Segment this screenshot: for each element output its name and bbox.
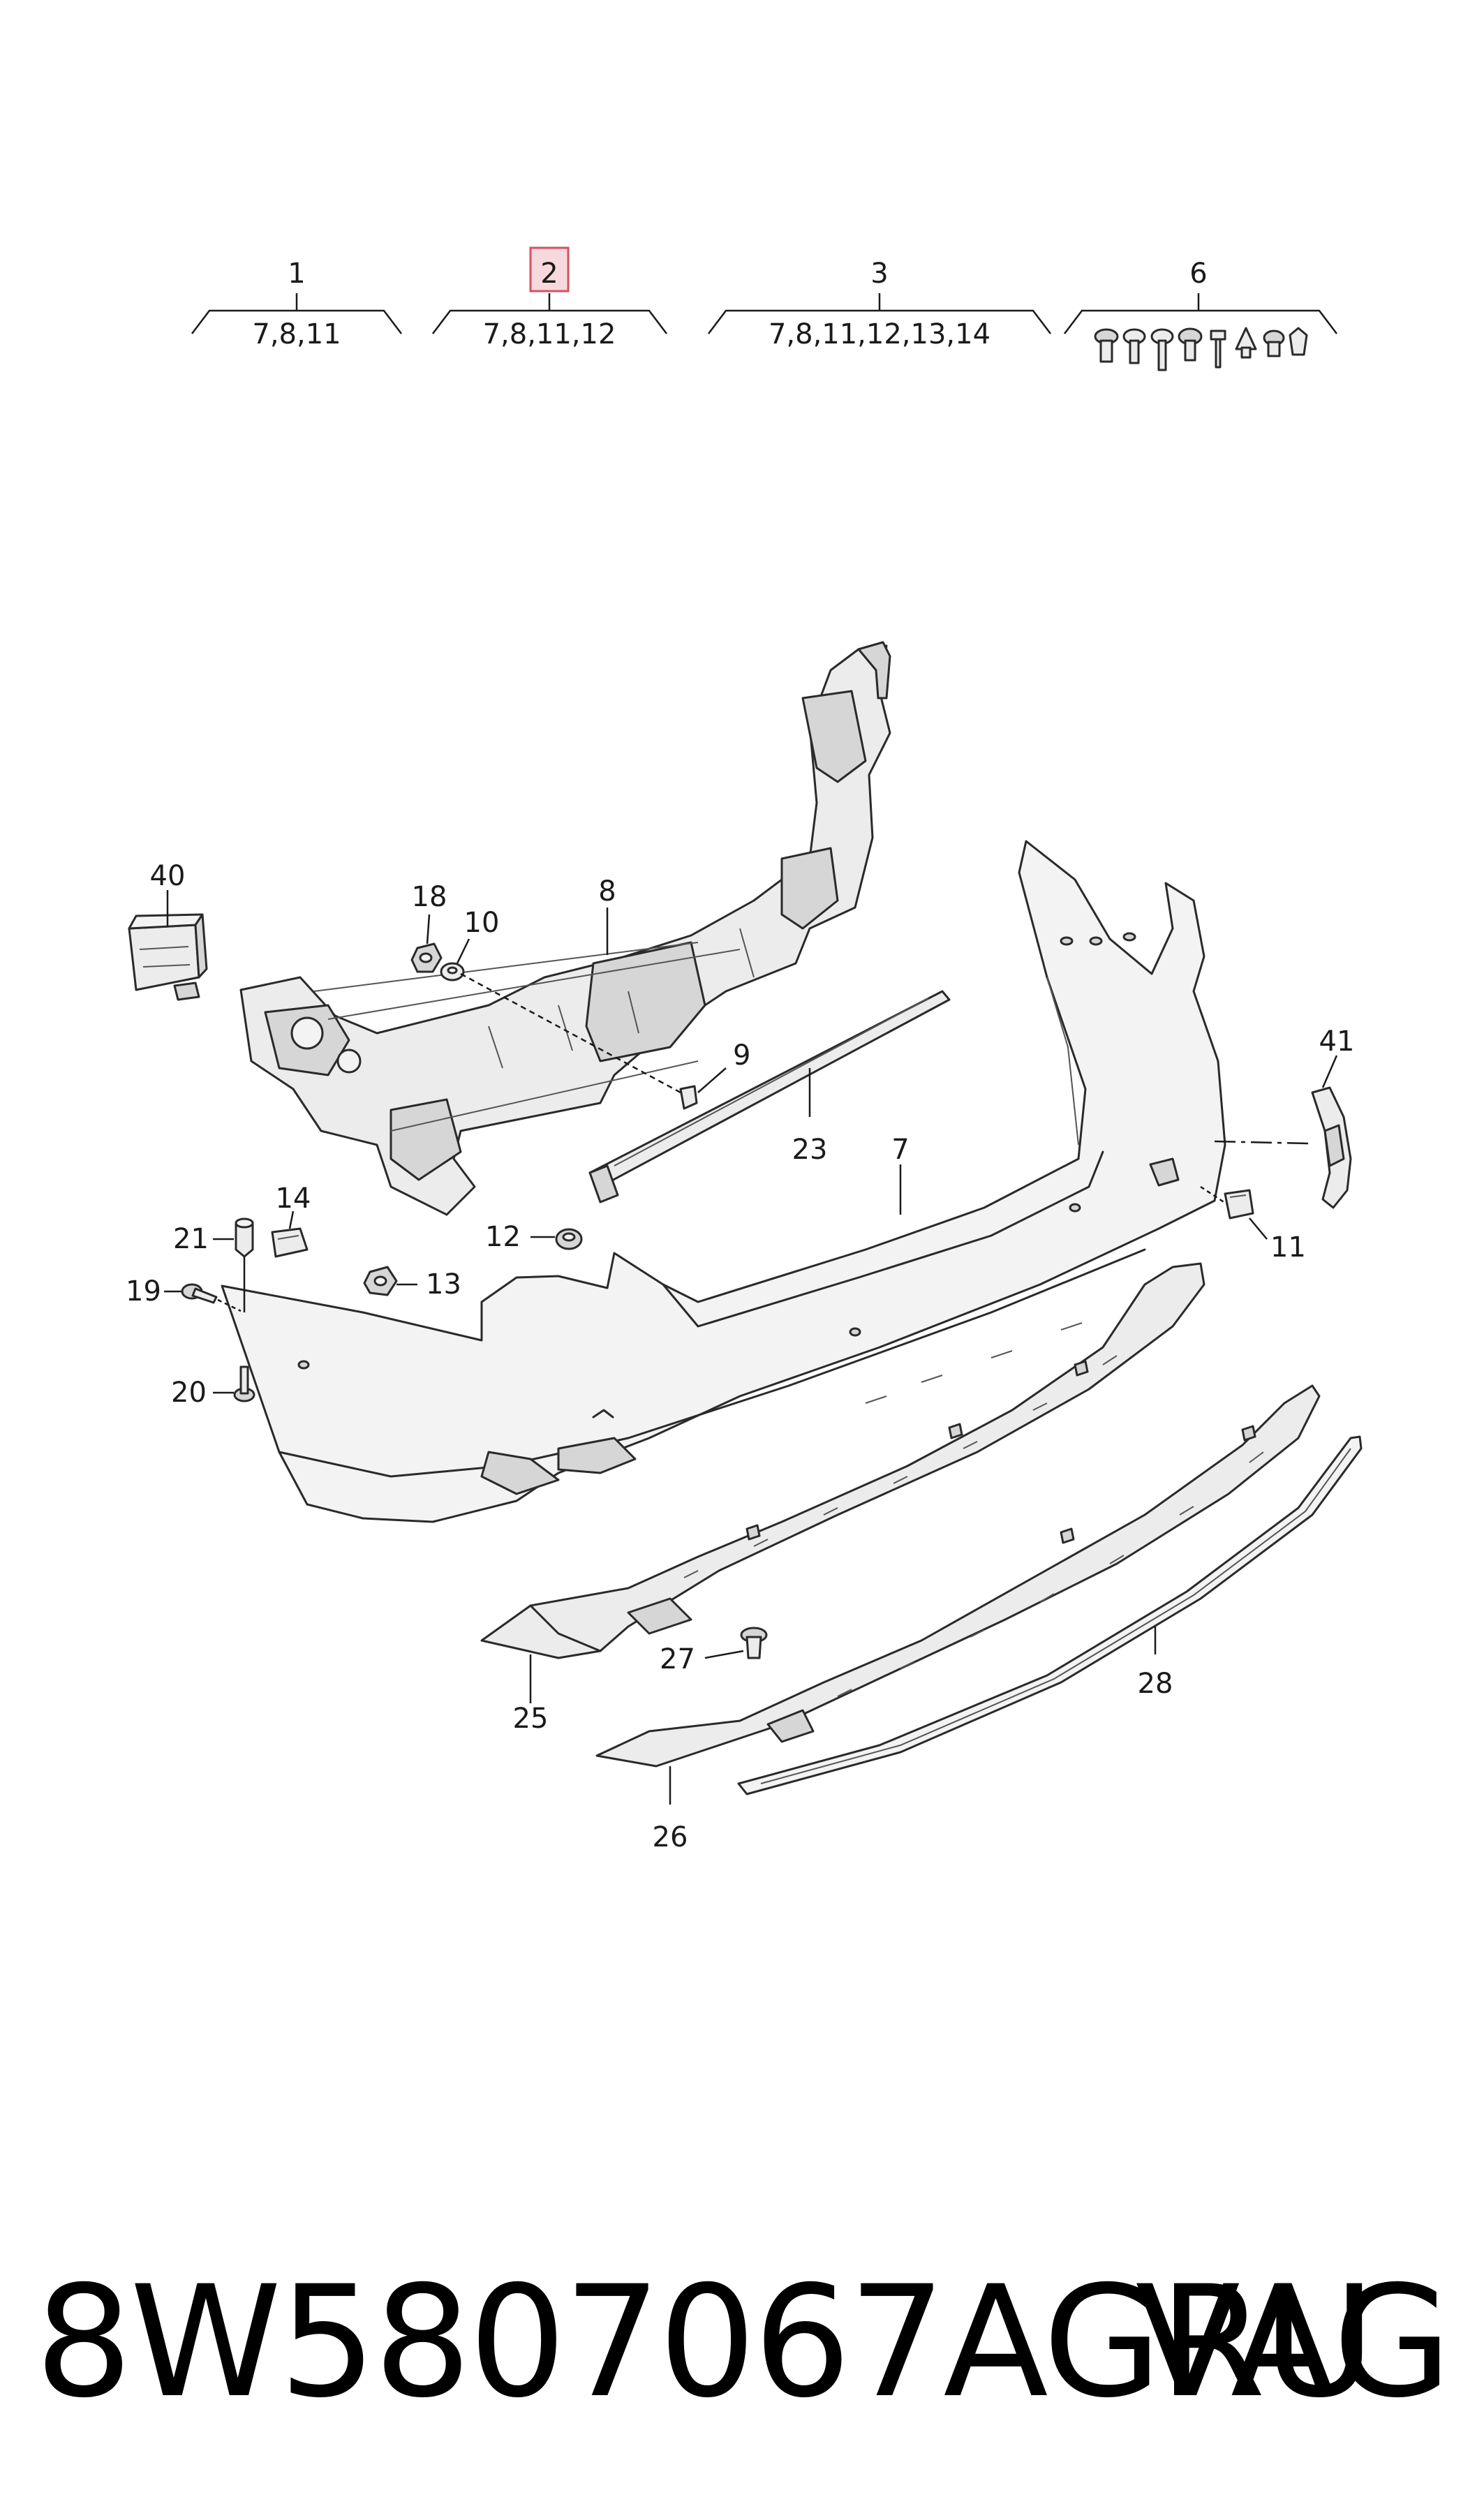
- part-10-nut[interactable]: [440, 962, 465, 982]
- kit-group-1[interactable]: 1 7,8,11: [191, 258, 402, 350]
- part-20-screw[interactable]: [233, 1365, 255, 1402]
- kit-group-1-number: 1: [288, 258, 305, 290]
- part-41-side-bracket[interactable]: [1311, 1086, 1352, 1209]
- part-21-clip[interactable]: [235, 1217, 254, 1258]
- part-40-bracket[interactable]: [128, 913, 208, 1001]
- callout-28: 28: [1138, 1668, 1173, 1700]
- part-13-nut[interactable]: [363, 1266, 398, 1296]
- kit-group-2-highlight: [529, 246, 570, 292]
- brand-label: VAG: [1135, 2253, 1452, 2431]
- callout-9: 9: [733, 1039, 750, 1072]
- callout-12: 12: [485, 1221, 521, 1253]
- callout-8: 8: [598, 875, 616, 908]
- kit-group-3[interactable]: 3 7,8,11,12,13,14: [708, 258, 1051, 350]
- kit-group-6[interactable]: 6: [1064, 258, 1337, 371]
- callout-21: 21: [173, 1223, 209, 1255]
- part-19-screw[interactable]: [181, 1283, 218, 1304]
- part-18-nut[interactable]: [410, 942, 443, 973]
- part-14-clip[interactable]: [271, 1227, 309, 1258]
- part-26-lower-diffuser[interactable]: [595, 1384, 1321, 1768]
- part-11-cap[interactable]: [1224, 1189, 1254, 1220]
- part-25-diffuser[interactable]: [480, 1262, 1205, 1659]
- callout-19: 19: [126, 1275, 161, 1308]
- callout-41: 41: [1319, 1025, 1355, 1058]
- callout-26: 26: [653, 1821, 688, 1853]
- part-8-bumper-carrier[interactable]: [239, 641, 891, 1216]
- part-23-trim-strip[interactable]: [588, 990, 951, 1204]
- kit-group-3-number: 3: [870, 258, 888, 290]
- callout-40: 40: [150, 860, 186, 892]
- part-28-trim-strip[interactable]: [737, 1435, 1363, 1795]
- kit-group-1-contents: 7,8,11: [252, 318, 341, 350]
- fastener-set-icon: [1094, 327, 1308, 371]
- callout-18: 18: [412, 881, 447, 913]
- kit-group-2[interactable]: 2 7,8,11,12: [432, 246, 667, 350]
- callout-27: 27: [660, 1643, 695, 1675]
- kit-group-2-number: 2: [540, 258, 558, 290]
- part-7-bumper-cover[interactable]: [221, 840, 1226, 1523]
- parts-diagram: 1 7,8,11 2 7,8,11,12 3 7,8,11,12,13,14 6: [126, 246, 1363, 1853]
- callout-20: 20: [171, 1377, 207, 1409]
- kit-group-3-contents: 7,8,11,12,13,14: [769, 318, 990, 350]
- footer: 8W5807067AGRU VAG: [35, 2251, 1452, 2433]
- callout-13: 13: [426, 1268, 461, 1301]
- callout-14: 14: [276, 1183, 311, 1215]
- callout-23: 23: [792, 1134, 828, 1166]
- callout-10: 10: [464, 907, 500, 939]
- kit-group-6-number: 6: [1189, 258, 1207, 290]
- part-27-clip[interactable]: [740, 1627, 768, 1659]
- kit-group-2-contents: 7,8,11,12: [483, 318, 616, 350]
- part-9-clip[interactable]: [679, 1085, 698, 1110]
- callout-25: 25: [513, 1703, 549, 1735]
- callout-7: 7: [891, 1134, 909, 1166]
- callout-11: 11: [1270, 1231, 1306, 1264]
- part-number: 8W5807067AGRU: [35, 2253, 1375, 2431]
- part-12-nut[interactable]: [555, 1228, 583, 1250]
